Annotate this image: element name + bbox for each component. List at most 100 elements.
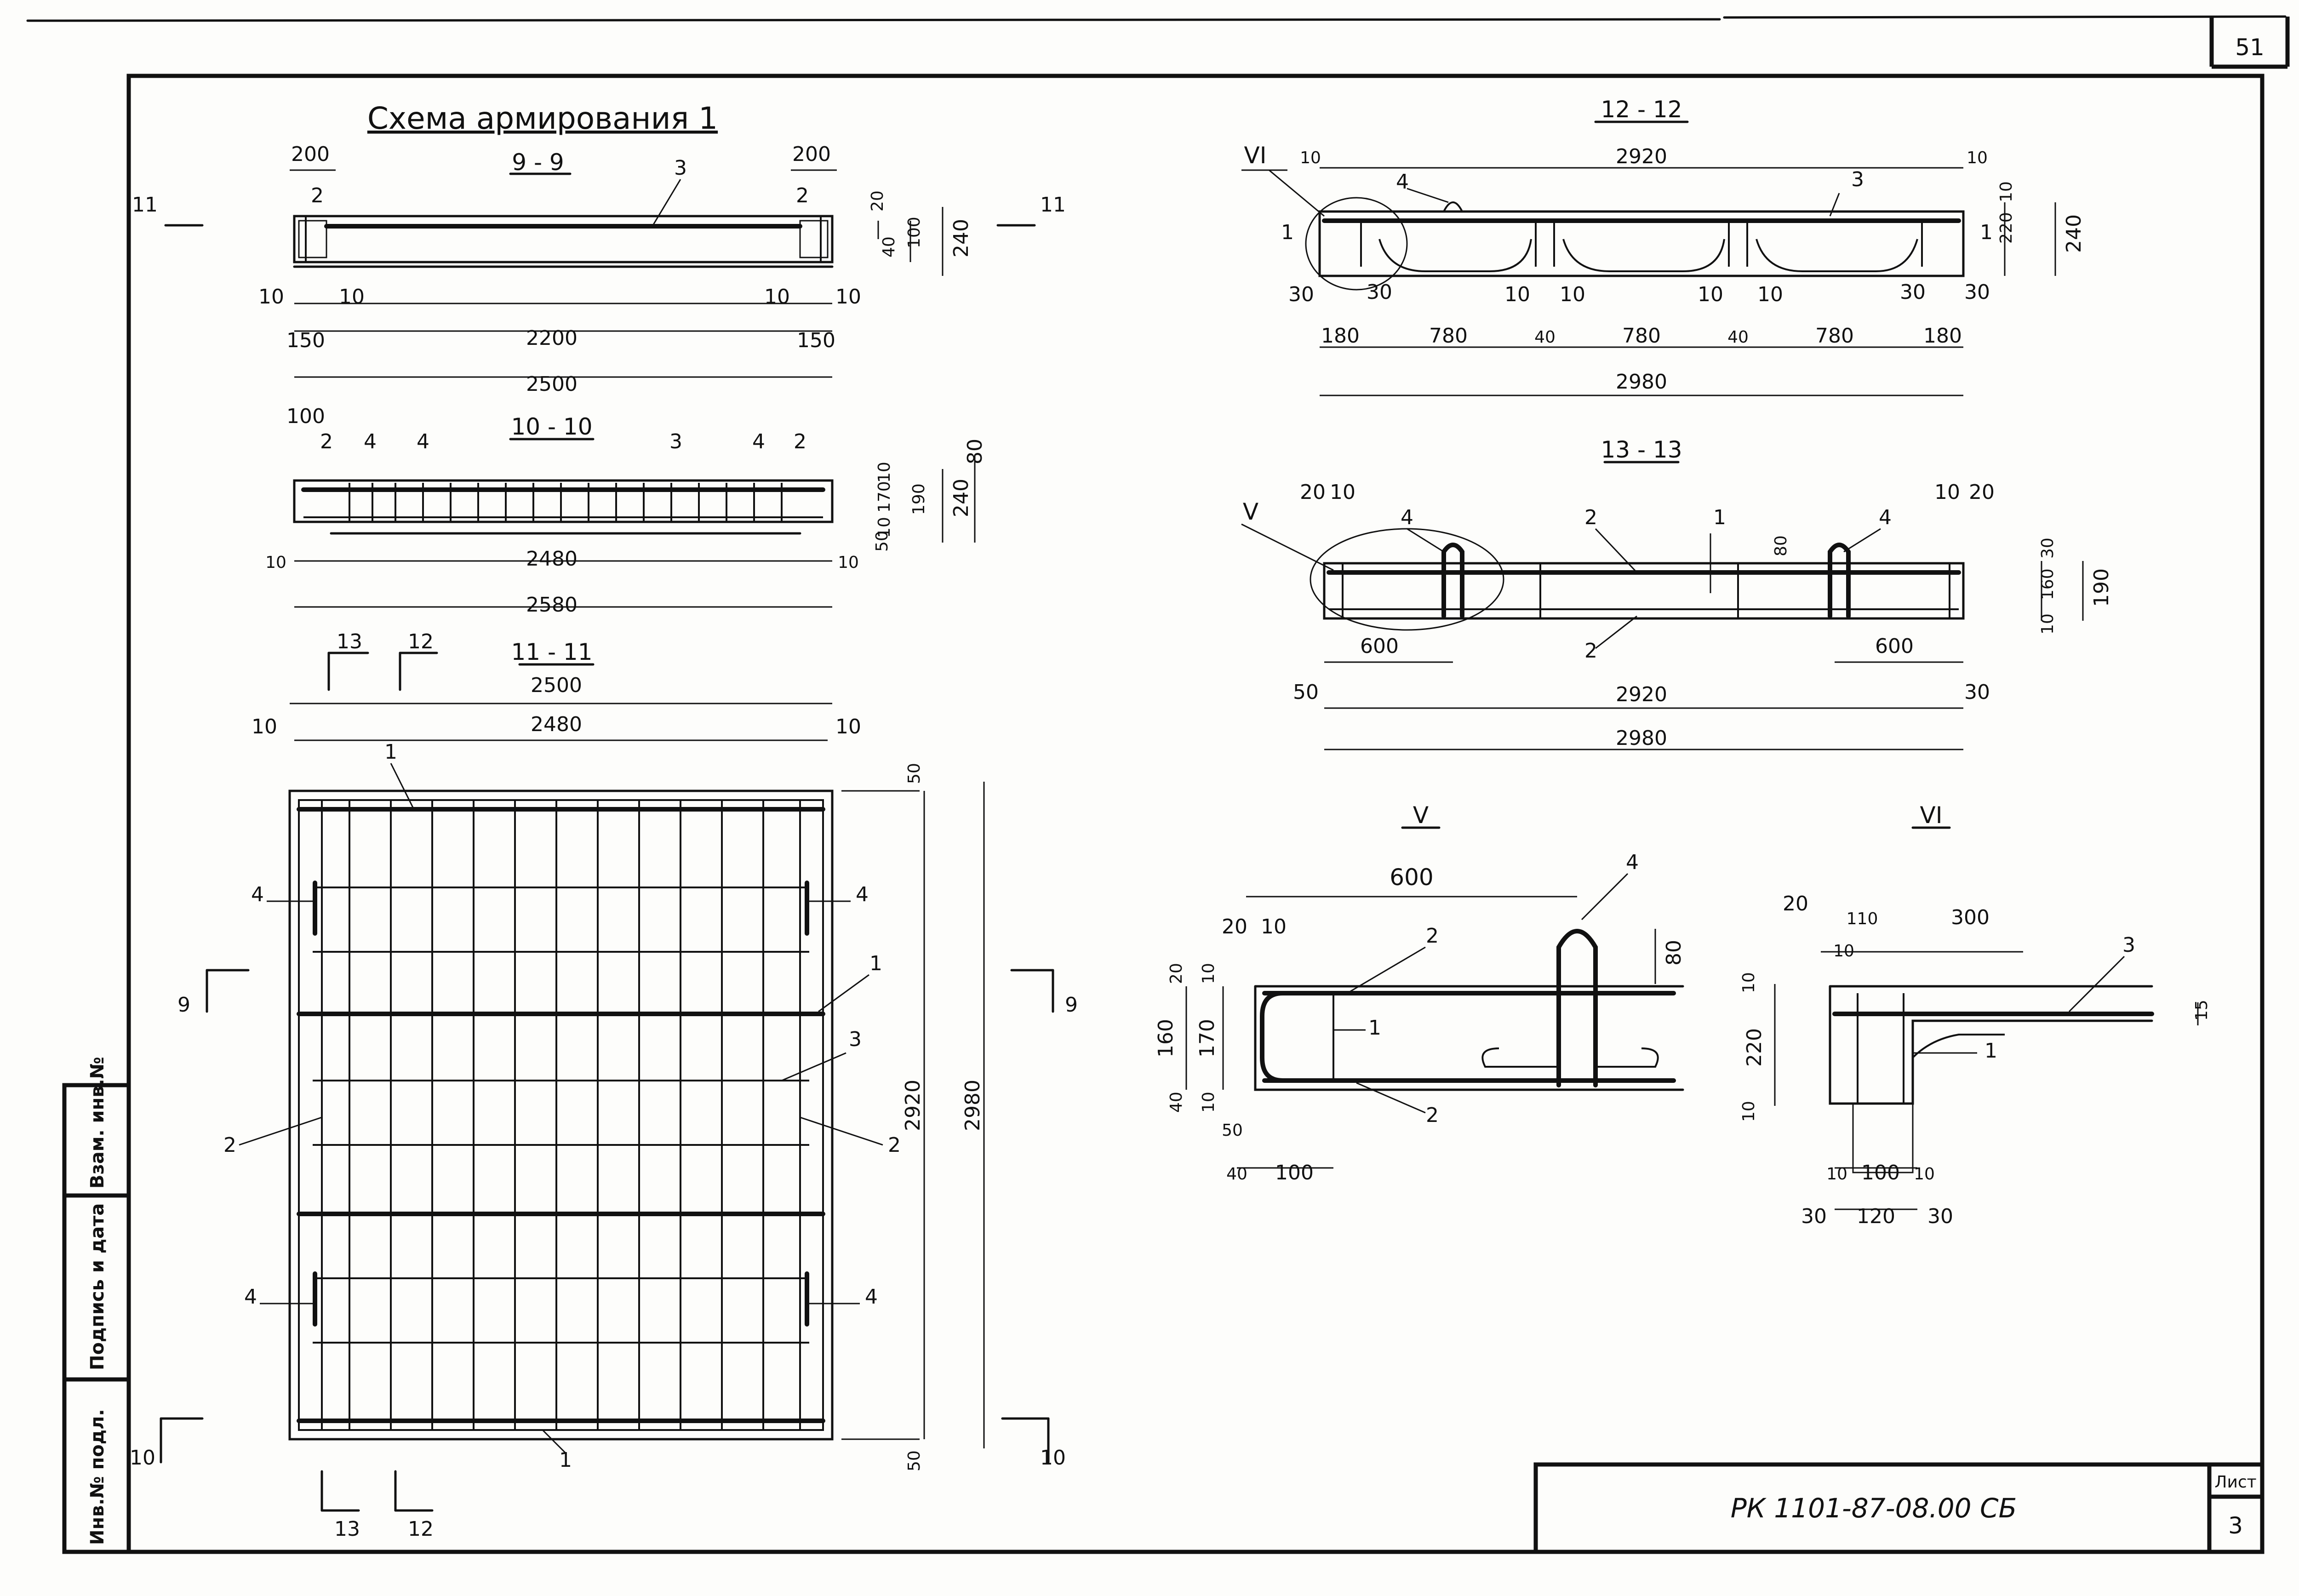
- dim-label: 170: [1195, 1019, 1219, 1058]
- dim-label: 10: [1914, 1165, 1935, 1184]
- dim-label: 10: [1739, 1101, 1758, 1122]
- section-title: 13 - 13: [1601, 436, 1682, 463]
- dim-label: 20: [1222, 915, 1247, 938]
- position-mark: 4: [1401, 506, 1413, 529]
- stirrup-row: [349, 483, 783, 522]
- dim-label: 20: [1300, 481, 1326, 504]
- dim-label: 40: [880, 236, 898, 257]
- position-mark: 2: [311, 184, 324, 207]
- position-mark: 3: [849, 1028, 862, 1051]
- cut-label: 13: [337, 630, 362, 653]
- position-mark: 4: [1626, 851, 1639, 874]
- position-mark: 4: [1396, 170, 1409, 194]
- dim-label: 10: [764, 285, 790, 309]
- dim-label: 190: [909, 483, 928, 515]
- dim-label: 80: [1662, 940, 1686, 966]
- dim-label: 200: [792, 143, 831, 166]
- dim-label: 2920: [1616, 683, 1667, 706]
- position-mark: 4: [417, 430, 429, 453]
- detail-title: V: [1413, 802, 1429, 829]
- list-label: Лист: [2214, 1473, 2256, 1492]
- dim-label: 160: [1154, 1019, 1178, 1058]
- dim-label: 10: [252, 715, 277, 738]
- position-mark: 1: [869, 952, 882, 975]
- dim-label: 10: [1826, 1165, 1847, 1184]
- position-mark: 3: [1851, 168, 1864, 191]
- cut-label: 10: [130, 1446, 155, 1470]
- position-mark: 2: [320, 430, 333, 453]
- dim-label: 10: [1560, 283, 1585, 306]
- stamp-sign-date: Подпись и дата: [87, 1203, 108, 1370]
- dim-label: 40: [1167, 1092, 1186, 1113]
- dim-label: 30: [2038, 538, 2057, 559]
- dim-label: 2480: [526, 547, 578, 571]
- dim-label: 2580: [526, 593, 578, 617]
- position-mark: 4: [1879, 506, 1892, 529]
- section-12-12: 12 - 12 2920 10 10 220 240 10 30 30 10 1…: [1241, 96, 2086, 396]
- section-title: 11 - 11: [511, 639, 592, 665]
- dim-label: 100: [1275, 1161, 1314, 1184]
- dim-label: 30: [1927, 1205, 1953, 1228]
- dim-label: 10: [1330, 481, 1355, 504]
- dim-label: 30: [1367, 280, 1392, 304]
- detail-title: VI: [1920, 802, 1943, 829]
- dim-label: 600: [1390, 864, 1433, 891]
- position-mark: 3: [674, 156, 687, 180]
- section-title: 9 - 9: [512, 149, 564, 176]
- section-title: 12 - 12: [1601, 96, 1682, 123]
- position-mark: 1: [1281, 221, 1294, 244]
- dim-label: 240: [949, 219, 973, 257]
- position-mark: 2: [1426, 1104, 1439, 1127]
- dim-label: 50: [905, 763, 924, 784]
- dim-label: 150: [286, 329, 325, 352]
- position-mark: 3: [2122, 933, 2135, 957]
- dim-label: 2480: [531, 713, 582, 736]
- drawing-code: РК 1101-87-08.00 СБ: [1731, 1493, 2017, 1524]
- dim-label: 780: [1622, 324, 1661, 348]
- detail-v: V 600 20 10 80 20 10 160 170 40 10 50 40…: [1154, 802, 1686, 1184]
- dim-label: 170: [875, 481, 894, 513]
- detail-vi: VI 20 110 300 10 10 15 220 10 10 100 10 …: [1739, 802, 2211, 1228]
- dim-label: 50: [873, 531, 892, 552]
- position-mark: 1: [1713, 506, 1726, 529]
- cut-label: 9: [1065, 993, 1078, 1017]
- dim-label: 2980: [1616, 726, 1667, 750]
- dim-label: 600: [1360, 635, 1399, 658]
- cut-label: 13: [334, 1517, 360, 1541]
- dim-label: 10: [875, 517, 894, 538]
- dim-label: 10: [265, 553, 286, 572]
- dim-label: 80: [963, 439, 987, 464]
- dim-label: 30: [1964, 280, 1990, 304]
- section-11-11: 11 - 11: [130, 630, 1078, 1541]
- dim-label: 100: [286, 405, 325, 428]
- dim-label: 100: [1861, 1161, 1900, 1184]
- dim-label: 40: [1534, 328, 1556, 347]
- section-9-9: 9 - 9 200 200 20 100 240 40 10 10 10 10 …: [132, 143, 1066, 396]
- section-title: 10 - 10: [511, 413, 592, 440]
- dim-label: 10: [2038, 613, 2057, 635]
- dim-label: 10: [1300, 149, 1321, 167]
- dim-label: 10: [1199, 963, 1218, 984]
- dim-label: 120: [1857, 1205, 1895, 1228]
- position-mark: 2: [223, 1133, 236, 1157]
- cut-label: 10: [1040, 1446, 1066, 1470]
- dim-label: 10: [1261, 915, 1287, 938]
- position-mark: 4: [244, 1285, 257, 1309]
- position-mark: 4: [752, 430, 765, 453]
- list-number: 3: [2228, 1512, 2243, 1539]
- dim-label: 240: [949, 479, 973, 517]
- dim-label: 200: [291, 143, 330, 166]
- dim-label: 20: [868, 190, 887, 212]
- dim-label: 150: [797, 329, 835, 352]
- dim-label: 180: [1923, 324, 1962, 348]
- dim-label: 10: [1833, 942, 1854, 961]
- dim-label: 220: [1743, 1028, 1766, 1067]
- dim-label: 80: [1772, 535, 1790, 556]
- dim-label: 2200: [526, 326, 578, 350]
- dim-label: 20: [1167, 963, 1186, 984]
- dim-label: 2980: [961, 1080, 984, 1131]
- sheet-number: 51: [2235, 34, 2265, 61]
- dim-label: 10: [1199, 1092, 1218, 1113]
